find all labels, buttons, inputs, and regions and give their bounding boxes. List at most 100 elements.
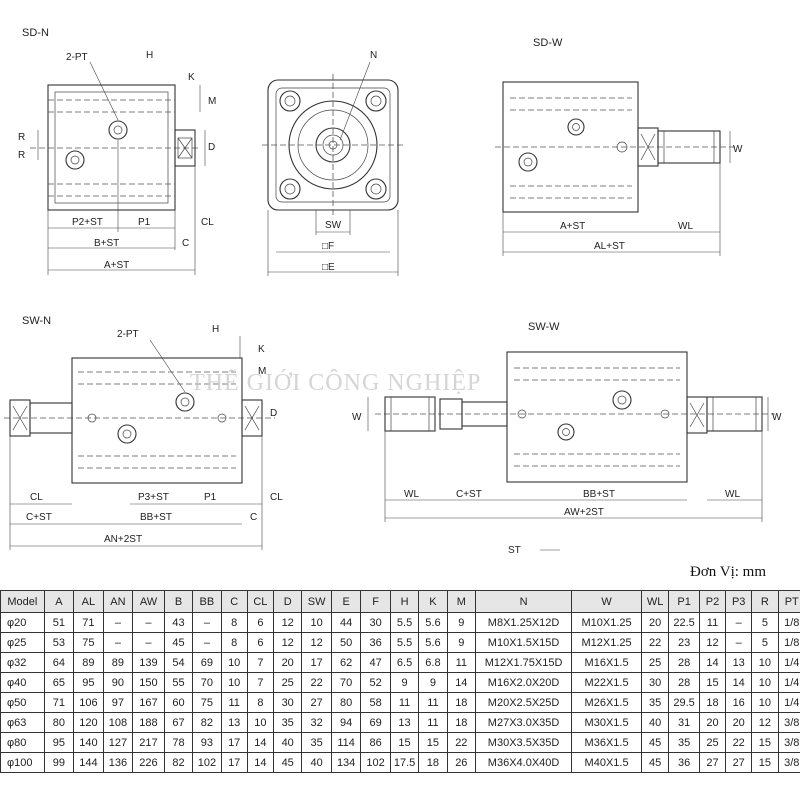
table-cell: 20 [698,712,727,733]
table-cell: 26 [446,752,477,773]
table-cell: 71 [73,612,104,633]
table-cell: 27 [301,692,332,713]
table-cell: 60 [163,692,194,713]
table-cell: 75 [73,632,104,653]
table-cell: M27X3.0X35D [475,712,573,733]
table-cell: 1/4 [777,652,800,673]
label-w-sdw: W [733,144,743,155]
table-cell: 20 [641,612,670,633]
table-cell: 5.6 [418,632,448,653]
unit-note: Đơn Vị: mm [690,564,766,580]
table-cell: 106 [73,692,104,713]
table-cell: 9 [446,612,477,633]
table-cell: 6 [246,612,275,633]
label-e: □E [322,262,335,273]
table-cell: 139 [132,652,165,673]
column-header: AL [73,590,104,613]
table-cell: 65 [43,672,75,693]
view-sd-n: SD-N [22,27,206,275]
label-d: D [208,142,215,153]
label-al-st: AL+ST [594,241,625,252]
label-m: M [208,96,216,107]
table-cell: M8X1.25X12D [475,612,573,633]
table-cell: 82 [192,712,222,733]
table-cell: 69 [360,712,391,733]
table-cell: 35 [301,732,332,753]
label-n: N [370,50,377,61]
column-header: PT [777,590,800,613]
table-cell: 53 [43,632,75,653]
table-cell: 15 [418,732,448,753]
label-f: □F [322,241,334,252]
table-cell: 78 [163,732,194,753]
table-cell: 75 [192,692,222,713]
label-wl-right-sww: WL [725,489,740,500]
table-cell: 102 [360,752,391,773]
table-cell: 15 [751,732,779,753]
label-r-bottom: R [18,150,25,161]
table-cell: 55 [163,672,194,693]
table-cell: – [102,632,134,653]
table-cell: 13 [389,712,420,733]
table-cell: 23 [668,632,700,653]
table-cell: 217 [132,732,165,753]
table-cell: 10 [246,712,275,733]
label-w-right-sww: W [772,412,782,423]
table-cell: 1/4 [777,672,800,693]
model-cell: φ63 [0,712,45,733]
table-cell: M10X1.5X15D [475,632,573,653]
label-cl-left-swn: CL [30,492,43,503]
table-cell: 17 [220,752,248,773]
label-c: C [182,238,189,249]
table-cell: M30X3.5X35D [475,732,573,753]
column-header: AN [102,590,134,613]
table-cell: 31 [668,712,700,733]
table-cell: 14 [246,752,275,773]
table-cell: 144 [73,752,104,773]
table-cell: 7 [246,652,275,673]
table-cell: 167 [132,692,165,713]
table-cell: – [132,632,165,653]
label-h: H [146,50,153,61]
table-cell: M40X1.5 [571,752,643,773]
table-cell: 22.5 [668,612,700,633]
table-cell: 10 [301,612,332,633]
table-cell: – [725,632,753,653]
view-title-sd-w: SD-W [533,37,563,49]
table-cell: 11 [698,612,727,633]
label-bb-st-swn: BB+ST [140,512,172,523]
table-cell: 30 [641,672,670,693]
table-cell: 17.5 [389,752,420,773]
table-cell: M20X2.5X25D [475,692,573,713]
column-header: F [360,590,391,613]
table-cell: 36 [668,752,700,773]
table-cell: 9 [418,672,448,693]
table-cell: 5 [751,612,779,633]
column-header: N [475,590,573,613]
table-cell: 17 [301,652,332,673]
table-cell: M16X2.0X20D [475,672,573,693]
table-cell: 102 [192,752,222,773]
label-k-swn: K [258,344,265,355]
technical-drawings: SD-N 2-PT H K M R R D P2+ST P1 CL B+ST [4,27,782,556]
table-cell: 14 [698,652,727,673]
table-cell: 10 [751,672,779,693]
table-cell: – [132,612,165,633]
column-header: M [446,590,477,613]
label-h-swn: H [212,324,219,335]
label-an-2st: AN+2ST [104,534,142,545]
label-c-st-swn: C+ST [26,512,52,523]
table-cell: 80 [43,712,75,733]
table-cell: 17 [220,732,248,753]
label-d-swn: D [270,408,277,419]
table-cell: M36X4.0X40D [475,752,573,773]
label-a-st: A+ST [104,260,129,271]
table-cell: 127 [102,732,134,753]
table-cell: 80 [330,692,362,713]
column-header: R [751,590,779,613]
